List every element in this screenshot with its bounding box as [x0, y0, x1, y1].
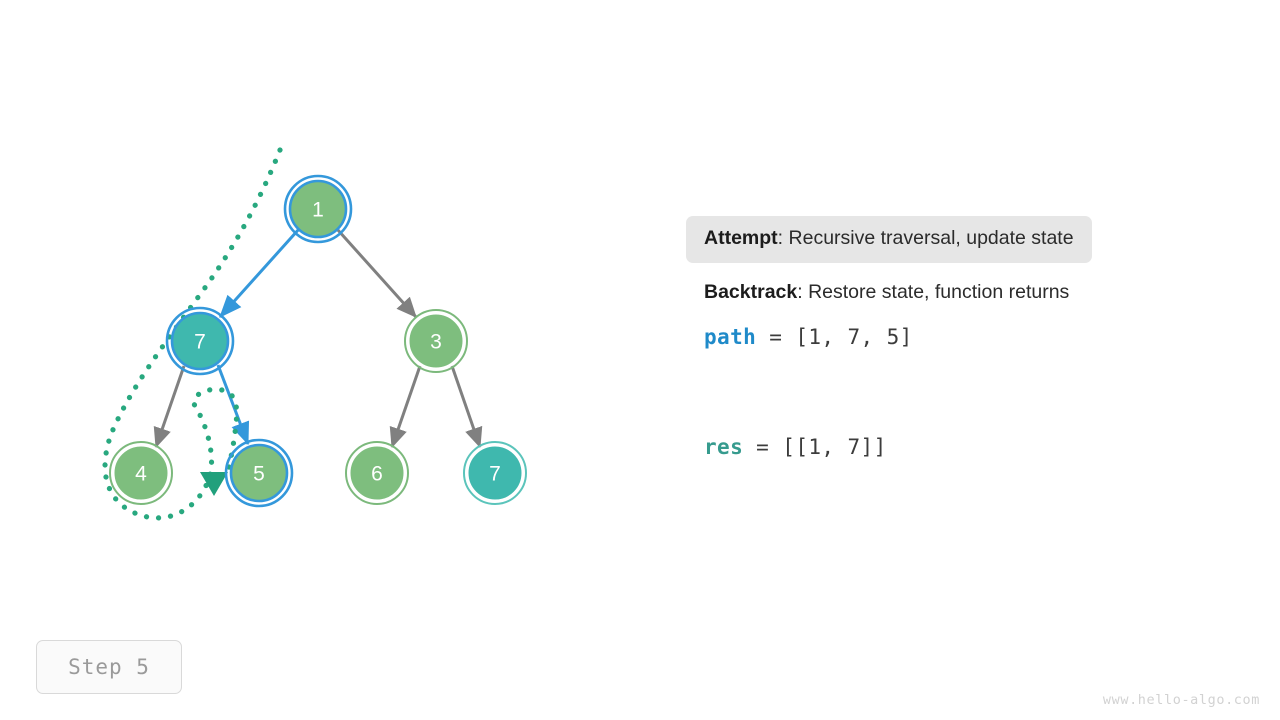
- node-highlight-ring: [224, 438, 294, 508]
- variable-name-path: path: [704, 324, 757, 349]
- node-label: 4: [135, 463, 147, 486]
- node-outer-ring: [404, 309, 468, 373]
- variable-value-res: [[1, 7]]: [782, 434, 887, 459]
- tree-node-4[interactable]: 4: [109, 441, 173, 505]
- tree-node-7-left[interactable]: 7: [165, 306, 235, 376]
- node-outer-ring: [345, 441, 409, 505]
- variable-assign-res: =: [743, 434, 783, 459]
- backtrack-path: [102, 147, 283, 521]
- watermark: www.hello-algo.com: [1102, 692, 1260, 708]
- node-label: 3: [430, 331, 442, 354]
- phase-separator-attempt: :: [777, 227, 789, 249]
- step-label: Step 5: [68, 655, 150, 679]
- variable-assign-path: =: [756, 324, 796, 349]
- phase-row-attempt: Attempt: Recursive traversal, update sta…: [686, 216, 1092, 263]
- variable-line-res: res = [[1, 7]]: [686, 435, 1226, 459]
- tree-node-5[interactable]: 5: [224, 438, 294, 508]
- tree-node-1[interactable]: 1: [283, 174, 353, 244]
- node-highlight-ring: [165, 306, 235, 376]
- phase-description-attempt: Recursive traversal, update state: [788, 227, 1074, 249]
- node-label: 6: [371, 463, 383, 486]
- tree-nodes: 1 7 3 4 5: [109, 174, 527, 508]
- variable-value-path: [1, 7, 5]: [795, 324, 913, 349]
- phase-name-backtrack: Backtrack: [704, 280, 798, 303]
- node-circle: [347, 443, 407, 503]
- tree-node-6[interactable]: 6: [345, 441, 409, 505]
- step-badge: Step 5: [36, 640, 182, 694]
- phase-name-attempt: Attempt: [704, 227, 778, 249]
- variable-line-path: path = [1, 7, 5]: [686, 325, 1226, 349]
- state-info-panel: Attempt: Recursive traversal, update sta…: [686, 216, 1226, 459]
- tree-node-7-right[interactable]: 7: [463, 441, 527, 505]
- edge-3-to-7: [450, 365, 483, 449]
- node-circle: [111, 443, 171, 503]
- phase-description-backtrack: Restore state, function returns: [808, 280, 1070, 303]
- edge-3-to-6: [389, 365, 422, 449]
- binary-tree-diagram: 1 7 3 4 5: [102, 147, 527, 521]
- edge-1-to-3: [335, 227, 418, 319]
- tree-node-3[interactable]: 3: [404, 309, 468, 373]
- phase-separator-backtrack: :: [797, 280, 809, 303]
- tree-edges: [153, 227, 483, 449]
- node-circle: [406, 311, 466, 371]
- edge-7-to-5: [216, 364, 250, 446]
- node-outer-ring: [109, 441, 173, 505]
- backtrack-arrowhead-icon: [200, 472, 228, 496]
- backtrack-dotted-curve: [102, 147, 283, 521]
- node-label: 7: [489, 463, 501, 486]
- node-circle: [170, 311, 230, 371]
- variable-name-res: res: [704, 434, 744, 459]
- edge-7-to-4: [153, 365, 186, 449]
- edge-1-to-7: [218, 227, 301, 319]
- node-label: 7: [194, 331, 206, 354]
- node-circle: [288, 179, 348, 239]
- node-circle: [229, 443, 289, 503]
- node-circle: [465, 443, 525, 503]
- node-label: 5: [253, 463, 265, 486]
- node-label: 1: [312, 199, 324, 222]
- node-outer-ring: [463, 441, 527, 505]
- phase-row-backtrack: Backtrack: Restore state, function retur…: [686, 280, 1087, 303]
- node-highlight-ring: [283, 174, 353, 244]
